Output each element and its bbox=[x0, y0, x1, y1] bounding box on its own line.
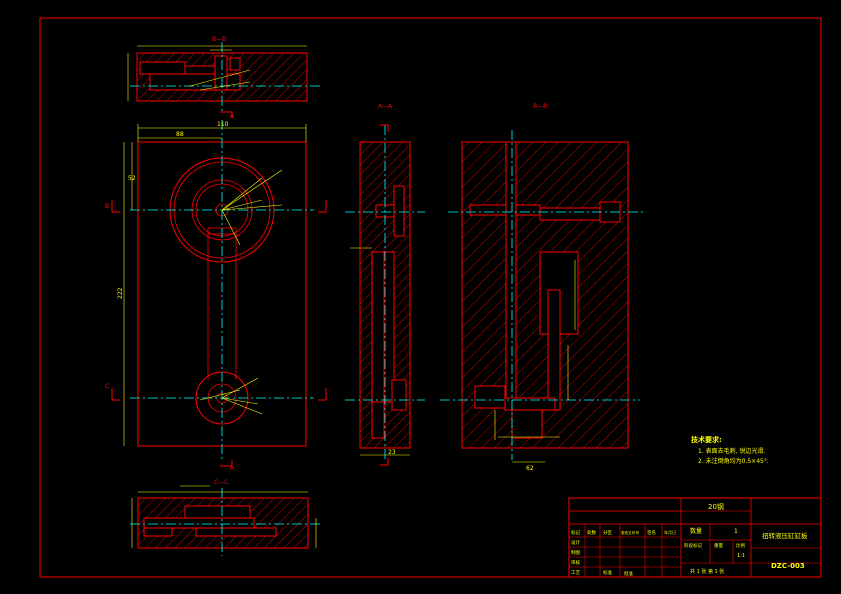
section-mark-c-left: C bbox=[105, 383, 109, 390]
tb-stage-label: 阶段标记 bbox=[684, 542, 702, 549]
tb-col-label: 更改文件号 bbox=[621, 530, 639, 535]
tb-material: 20钢 bbox=[708, 502, 724, 511]
tb-part-name: 扭转液压缸缸板 bbox=[762, 531, 808, 540]
right-section-view-bb bbox=[440, 130, 645, 463]
tb-row-label: 审核 bbox=[571, 559, 580, 566]
dim-height-total: 222 bbox=[117, 287, 124, 299]
section-cut-markers bbox=[111, 111, 327, 467]
dim-top-offset: 52 bbox=[128, 175, 136, 182]
tb-row-label: 设计 bbox=[571, 539, 580, 546]
outer-frame bbox=[39, 17, 822, 578]
front-view bbox=[123, 120, 314, 460]
tb-col-label: 分区 bbox=[603, 529, 612, 536]
top-section-view bbox=[127, 42, 320, 112]
tb-row-label: 标准 bbox=[603, 569, 612, 576]
label-view-bb-right: B—B bbox=[533, 103, 547, 110]
tb-quantity-label: 数量 bbox=[690, 527, 702, 535]
section-mark-b-left: B bbox=[105, 203, 109, 210]
tech-req-title: 技术要求: bbox=[691, 435, 722, 444]
tb-row-label: 标记 bbox=[571, 529, 580, 536]
dim-bottom: 62 bbox=[526, 465, 534, 472]
tb-approve-label: 批准 bbox=[624, 570, 633, 577]
tb-col-label: 签名 bbox=[647, 529, 656, 536]
tb-row-label: 制图 bbox=[571, 549, 580, 556]
tb-quantity-value: 1 bbox=[734, 528, 738, 535]
tech-req-line1: 1. 表面去毛刺, 锐边光滑. bbox=[698, 447, 765, 455]
bottom-section-view-cc bbox=[130, 485, 320, 556]
tech-req-line2: 2. 未注倒角均为0.5×45°. bbox=[698, 457, 769, 465]
tb-col-label: 年月日 bbox=[664, 529, 676, 535]
label-view-bb-top: B—B bbox=[212, 36, 226, 43]
side-section-view-aa bbox=[345, 124, 425, 466]
tb-ratio-label: 比例 bbox=[736, 542, 745, 549]
tb-scale: 1:1 bbox=[737, 553, 745, 559]
dim-overall-width: 110 bbox=[217, 121, 229, 128]
label-view-cc: C—C bbox=[214, 479, 228, 486]
tb-weight-label: 重量 bbox=[714, 542, 723, 549]
tb-sheet: 共 1 张 第 1 张 bbox=[690, 568, 724, 575]
tb-drawing-no: DZC-003 bbox=[771, 562, 805, 570]
label-view-aa: A—A bbox=[378, 103, 393, 110]
title-block-grid bbox=[568, 497, 822, 578]
tb-col-label: 处数 bbox=[587, 529, 596, 536]
dim-inner-width: 88 bbox=[176, 131, 184, 138]
tb-row-label: 工艺 bbox=[571, 570, 580, 576]
section-mark-a-bottom: A bbox=[230, 465, 235, 472]
dim-side-width: 23 bbox=[388, 449, 396, 456]
